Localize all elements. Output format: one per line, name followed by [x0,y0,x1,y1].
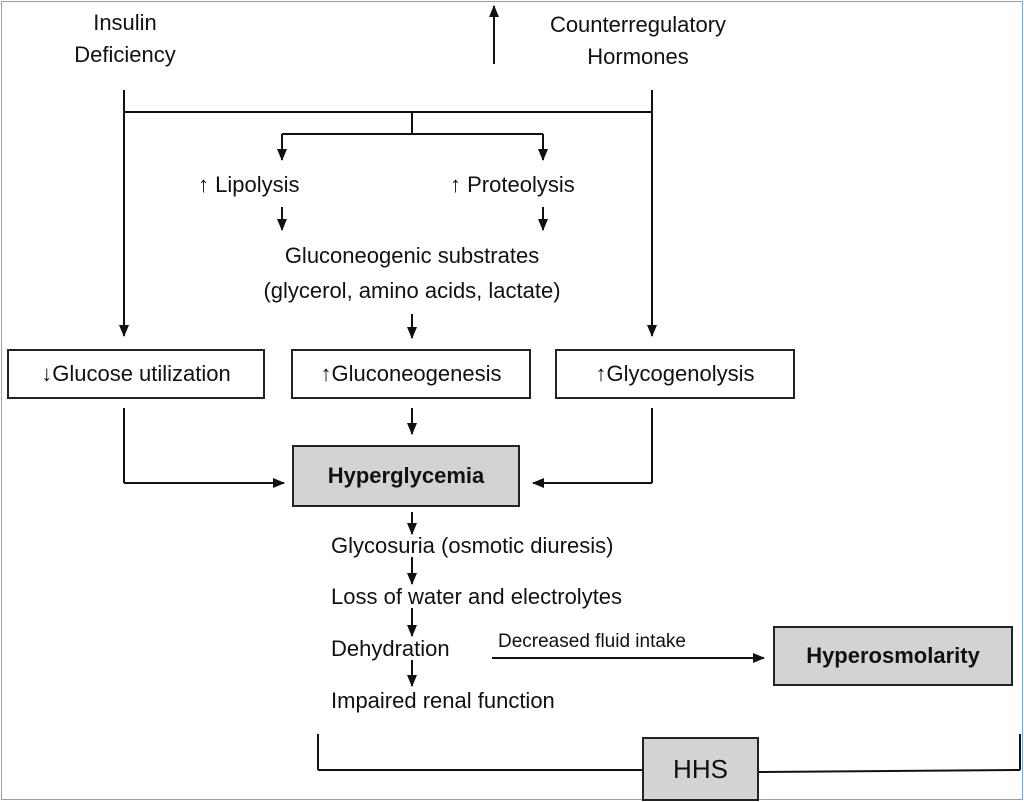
substrates-label-line2: (glycerol, amino acids, lactate) [263,278,561,303]
glycosuria-label: Glycosuria (osmotic diuresis) [331,533,614,558]
lipolysis-node: ↑ Lipolysis [198,172,300,198]
water-loss-label: Loss of water and electrolytes [331,584,623,609]
glycogenolysis-label: Glycogenolysis [606,361,755,386]
hyperglycemia-box: Hyperglycemia [292,445,520,507]
decrease-arrow-icon: ↓ [41,361,53,386]
gluconeogenesis-box: ↑Gluconeogenesis [291,349,531,399]
gluconeogenesis-label: Gluconeogenesis [331,361,502,386]
insulin-label-line2: Deficiency [74,42,176,67]
counterregulatory-label-line2: Hormones [587,44,689,69]
increase-arrow-icon: ↑ [198,172,209,197]
proteolysis-node: ↑ Proteolysis [450,172,575,198]
impaired-renal-function-label: Impaired renal function [331,688,555,713]
glucose-utilization-box: ↓Glucose utilization [7,349,265,399]
dehydration-label: Dehydration [331,636,450,661]
hhs-box: HHS [642,737,759,801]
glucose-utilization-label: Glucose utilization [52,361,231,386]
decreased-fluid-intake-label: Decreased fluid intake [498,631,686,652]
hyperosmolarity-box: Hyperosmolarity [773,626,1013,686]
increase-arrow-icon: ↑ [320,361,332,386]
insulin-label-line1: Insulin [93,10,157,35]
substrates-label-line1: Gluconeogenic substrates [284,243,540,268]
increase-arrow-icon: ↑ [450,172,461,197]
increase-arrow-icon: ↑ [595,361,607,386]
lipolysis-label: Lipolysis [215,172,300,197]
glycogenolysis-box: ↑Glycogenolysis [555,349,795,399]
counterregulatory-label-line1: Counterregulatory [549,12,727,37]
proteolysis-label: Proteolysis [467,172,575,197]
